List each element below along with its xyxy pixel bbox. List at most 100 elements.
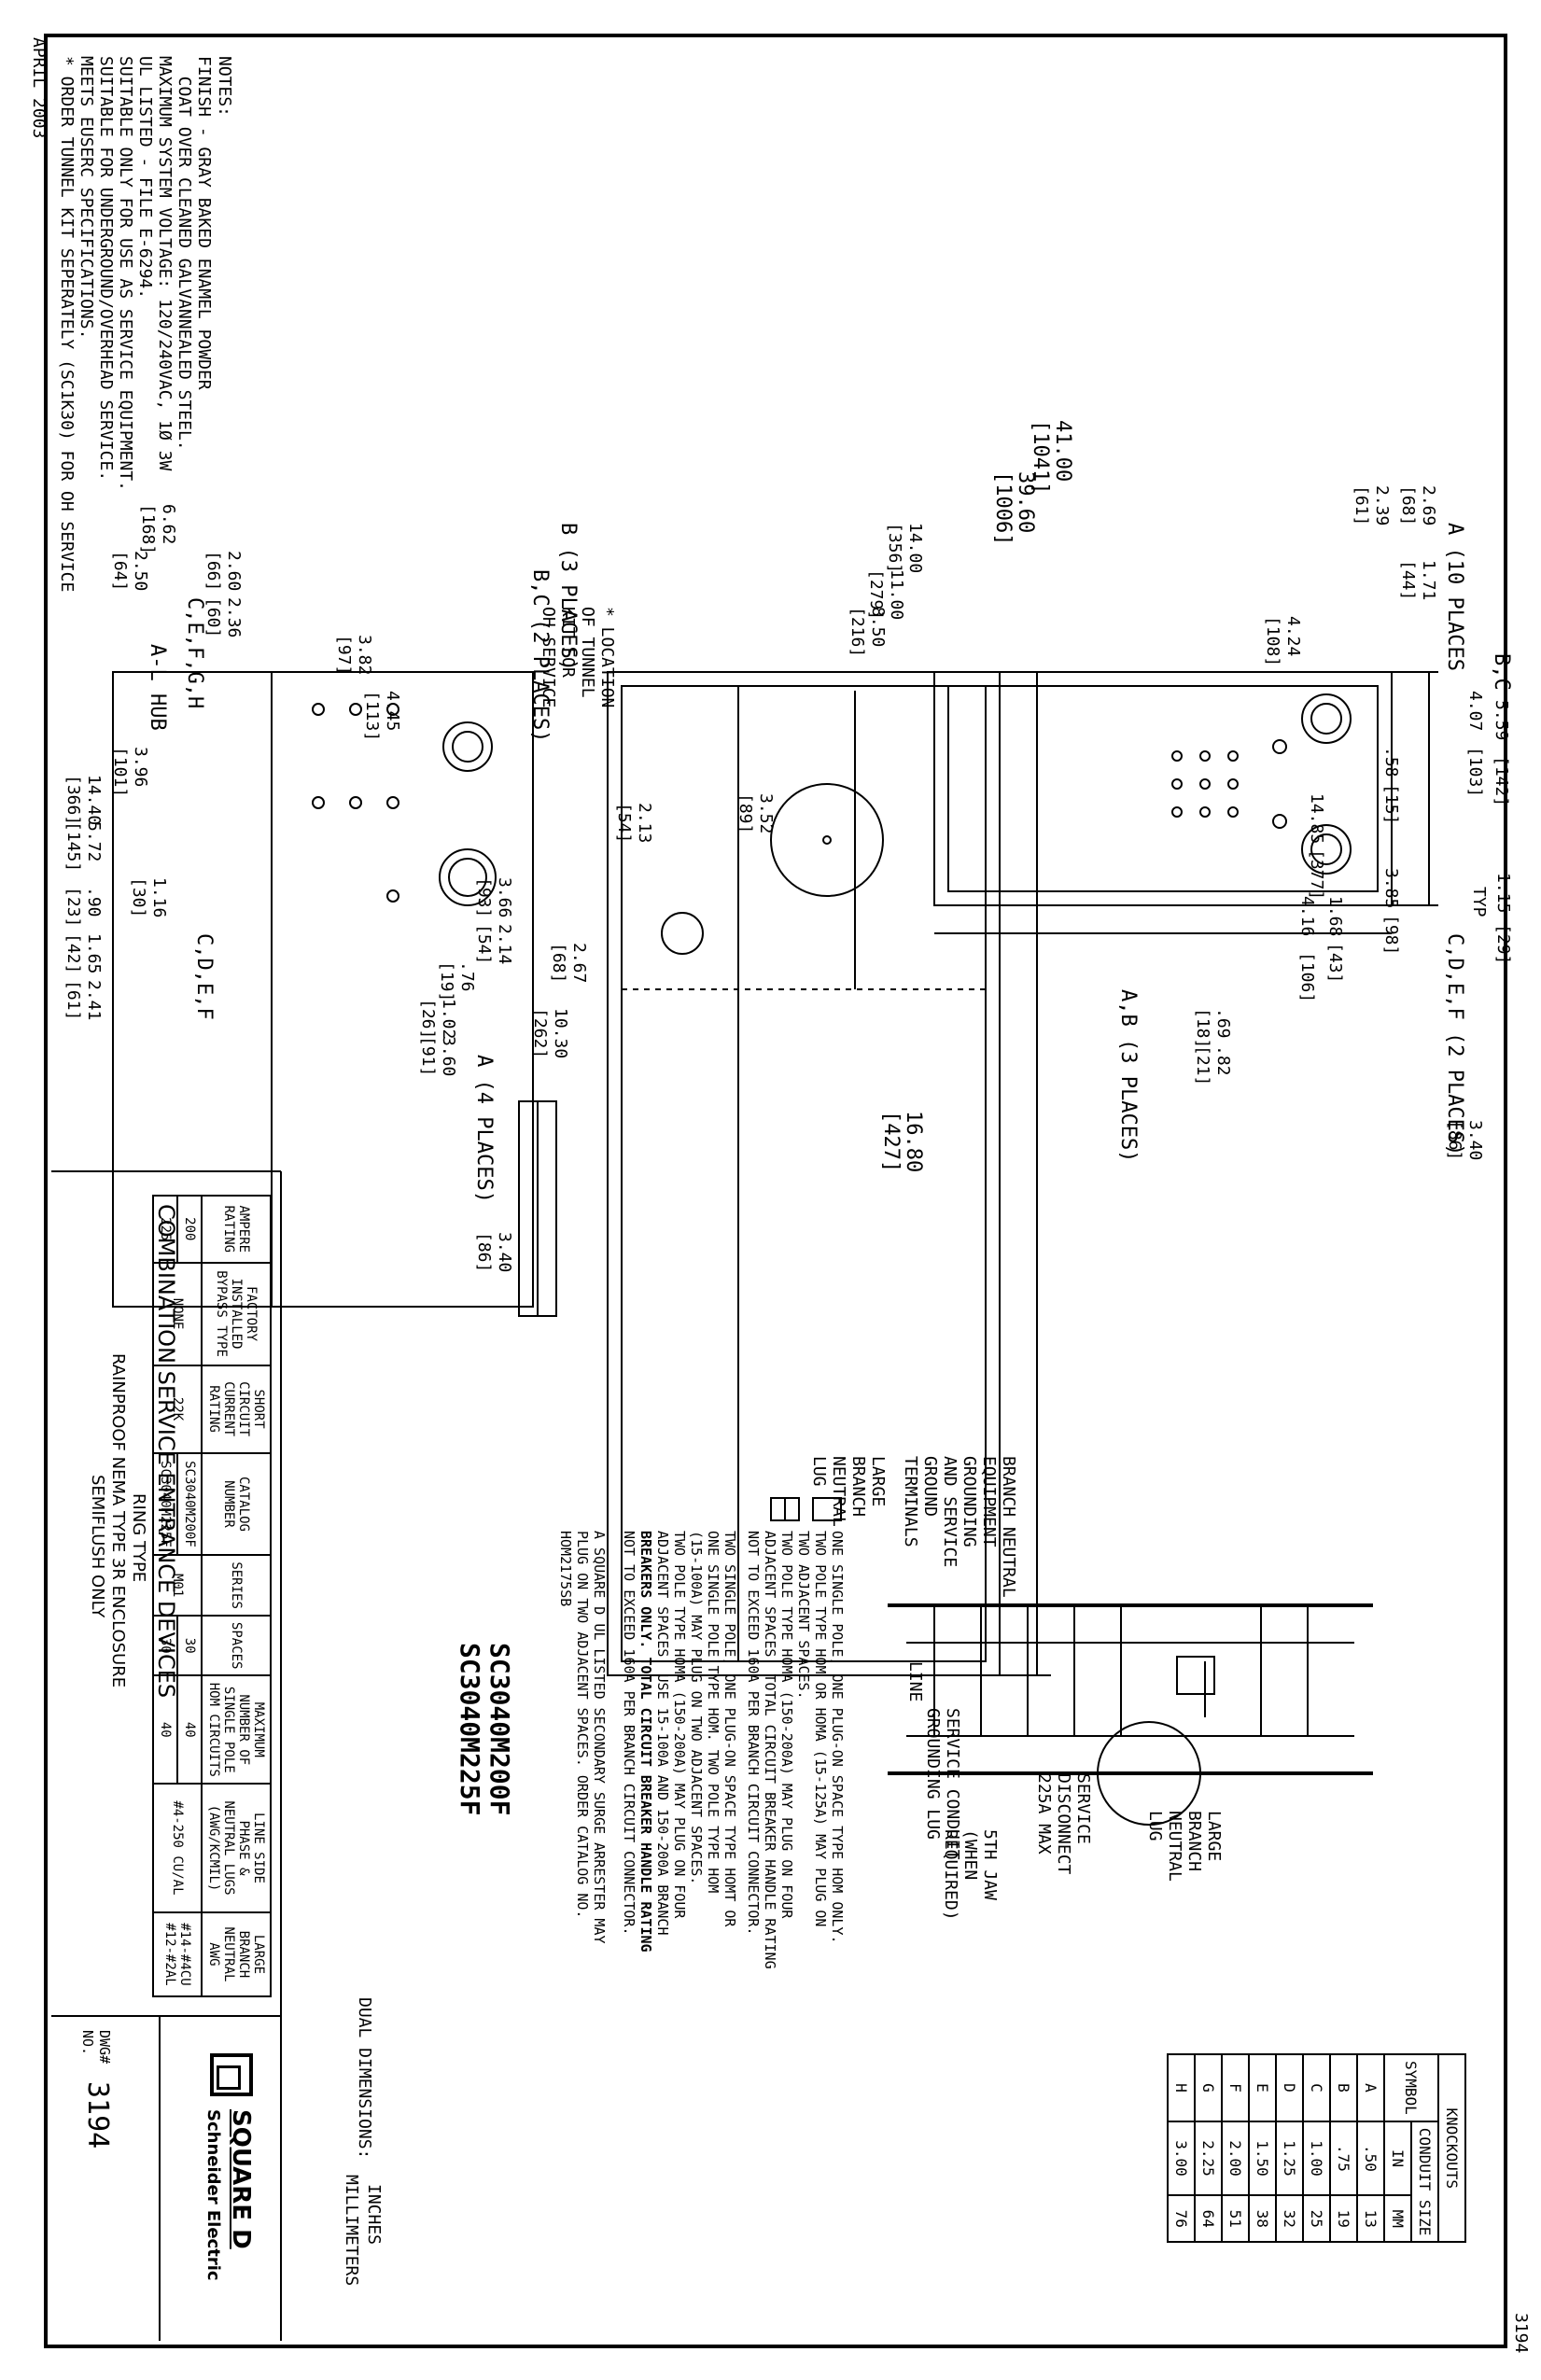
title-block-title: COMBINATION SERVICE ENTRANCE DEVICES bbox=[153, 1204, 179, 1699]
legend-line: ADJACENT SPACES. TOTAL CIRCUIT BREAKER H… bbox=[762, 1531, 778, 1969]
dim: TYP bbox=[1469, 887, 1489, 917]
cell: E bbox=[1249, 2054, 1276, 2121]
dim: [66] bbox=[203, 551, 223, 592]
table-row: 200 NONE 22K SC3040M200F M01 30 40 #4-25… bbox=[153, 1196, 202, 1996]
legend-line: ONE SINGLE POLE, ONE PLUG-ON SPACE TYPE … bbox=[829, 1531, 846, 1944]
note-line: SUITABLE ONLY FOR USE AS SERVICE EQUIPME… bbox=[116, 56, 135, 491]
cell: 2.25 bbox=[1195, 2121, 1222, 2196]
dim: [30] bbox=[129, 877, 148, 918]
cell: 3.00 bbox=[1168, 2121, 1195, 2196]
knockout-front-2 bbox=[1301, 824, 1352, 875]
dim: 14.00 bbox=[905, 523, 925, 574]
bottom-view-outline bbox=[112, 671, 534, 1308]
legend-line: BREAKERS ONLY. TOTAL CIRCUIT BREAKER HAN… bbox=[637, 1531, 654, 1953]
square-d-logo-icon bbox=[210, 2053, 253, 2096]
cell: SC3040M200F bbox=[177, 1452, 202, 1556]
knockouts-title: KNOCKOUTS bbox=[1438, 2054, 1465, 2243]
dim: 8.50 bbox=[868, 607, 888, 648]
dim: 1.68 bbox=[1325, 896, 1345, 937]
wiring-label: 5TH JAW bbox=[980, 1829, 1000, 1900]
dim: [108] bbox=[1263, 616, 1282, 667]
wiring-label: LUG bbox=[809, 1456, 829, 1487]
cell: 19 bbox=[1330, 2195, 1357, 2243]
dim: 2.39 bbox=[1372, 485, 1392, 526]
legend-line: TWO ADJACENT SPACES. bbox=[795, 1531, 812, 1700]
brand-schneider: Schneider Electric bbox=[203, 2109, 223, 2281]
catalog-number-2: SC3040M225F bbox=[455, 1643, 485, 1816]
wiring-label: NEUTRAL bbox=[829, 1456, 848, 1527]
ratings-header: SHORT CIRCUIT CURRENT RATING bbox=[202, 1365, 271, 1453]
front-view-outline bbox=[933, 671, 1393, 906]
title-block-line4: SEMIFLUSH ONLY bbox=[88, 1475, 107, 1618]
dim: [42] bbox=[63, 933, 83, 974]
dim: [377] bbox=[1307, 849, 1326, 901]
dim: [15] bbox=[1381, 784, 1401, 825]
cell: B bbox=[1330, 2054, 1357, 2121]
dim: 1.15 bbox=[1493, 873, 1513, 914]
ratings-header: CATALOG NUMBER bbox=[202, 1452, 271, 1556]
callout-al-hub: A-L HUB bbox=[146, 644, 169, 731]
cell: 76 bbox=[1168, 2195, 1195, 2243]
dim: 1.65 bbox=[84, 933, 104, 974]
wiring-labels-lug-top: LARGE BRANCH NEUTRAL LUG bbox=[809, 1456, 888, 1527]
callout-a-4: A (4 PLACES) bbox=[472, 1055, 496, 1203]
cell: C bbox=[1303, 2054, 1330, 2121]
dim: [142] bbox=[1492, 756, 1511, 807]
note-line: MEETS EUSERC SPECIFICATIONS. bbox=[77, 56, 96, 340]
legend-line: NOT TO EXCEED 160A PER BRANCH CIRCUIT CO… bbox=[745, 1531, 762, 1936]
dim: [43] bbox=[1325, 943, 1345, 984]
ratings-header: LARGE BRANCH NEUTRAL AWG bbox=[202, 1911, 271, 1996]
legend-line: A SQUARE D UL LISTED SECONDARY SURGE ARR… bbox=[591, 1531, 608, 1944]
dim: 1.16 bbox=[149, 877, 169, 918]
dim: 14.85 bbox=[1307, 793, 1326, 845]
cell: D bbox=[1276, 2054, 1303, 2121]
wiring-label: LUG bbox=[1145, 1811, 1165, 1841]
dim: [427] bbox=[879, 1111, 903, 1173]
side-view-outline bbox=[607, 671, 1001, 1676]
dim: .82 bbox=[1213, 1045, 1233, 1076]
dim: 4.24 bbox=[1283, 616, 1303, 657]
dim: 3.40 bbox=[495, 1232, 514, 1273]
dim: [168] bbox=[138, 504, 158, 555]
tunnel-note-line: * LOCATION bbox=[597, 607, 617, 708]
wiring-labels-lug-bottom: LARGE BRANCH NEUTRAL LUG bbox=[1145, 1811, 1224, 1882]
dim: 1.02 bbox=[439, 999, 458, 1040]
dim: [86] bbox=[474, 1232, 494, 1273]
wiring-label: (WHEN bbox=[960, 1829, 980, 1881]
dim: [54] bbox=[474, 924, 494, 965]
cell: H bbox=[1168, 2054, 1195, 2121]
brand-square-d: SQUARE D bbox=[227, 2109, 255, 2249]
callout-cdef: C,D,E,F bbox=[192, 933, 216, 1020]
knockouts-table: KNOCKOUTS SYMBOL CONDUIT SIZE IN MM A.50… bbox=[1167, 2053, 1466, 2243]
dim: 16.80 bbox=[902, 1111, 925, 1173]
cell: 32 bbox=[1276, 2195, 1303, 2243]
wiring-label: EQUIPMENT bbox=[979, 1456, 999, 1547]
wiring-labels-jaw: 5TH JAW (WHEN REQUIRED) bbox=[941, 1829, 1000, 1921]
legend-line: HOM2175SB bbox=[557, 1531, 574, 1607]
cell: G bbox=[1195, 2054, 1222, 2121]
title-block-line3: RAINPROOF NEMA TYPE 3R ENCLOSURE bbox=[108, 1353, 128, 1688]
dim: [26] bbox=[418, 999, 438, 1040]
dim: .76 bbox=[457, 961, 477, 992]
wiring-label: BRANCH bbox=[1184, 1811, 1204, 1872]
dim: 2.36 bbox=[224, 597, 244, 638]
cell: 2.00 bbox=[1222, 2121, 1249, 2196]
callout-ab-3: A,B (3 PLACES) bbox=[1116, 989, 1140, 1163]
dim: [106] bbox=[1297, 952, 1317, 1003]
knockouts-conduit-header: CONDUIT SIZE bbox=[1411, 2121, 1438, 2243]
cell: .50 bbox=[1357, 2121, 1384, 2196]
wiring-label: 225A MAX bbox=[1034, 1773, 1054, 1855]
dim: [101] bbox=[110, 747, 130, 798]
cell: 51 bbox=[1222, 2195, 1249, 2243]
wiring-label: BRANCH bbox=[848, 1456, 868, 1518]
dim: [54] bbox=[614, 803, 634, 844]
legend-line: PLUG ON TWO ADJACENT SPACES. ORDER CATAL… bbox=[574, 1531, 591, 1919]
dim: 3.85 bbox=[1381, 868, 1401, 909]
dual-dimensions-label: DUAL DIMENSIONS: bbox=[355, 1997, 374, 2160]
cell: A bbox=[1357, 2054, 1384, 2121]
callout-b-3: B (3 PLACES) bbox=[556, 523, 580, 671]
wiring-label: REQUIRED) bbox=[941, 1829, 960, 1921]
dim: 5.59 bbox=[1492, 700, 1511, 741]
